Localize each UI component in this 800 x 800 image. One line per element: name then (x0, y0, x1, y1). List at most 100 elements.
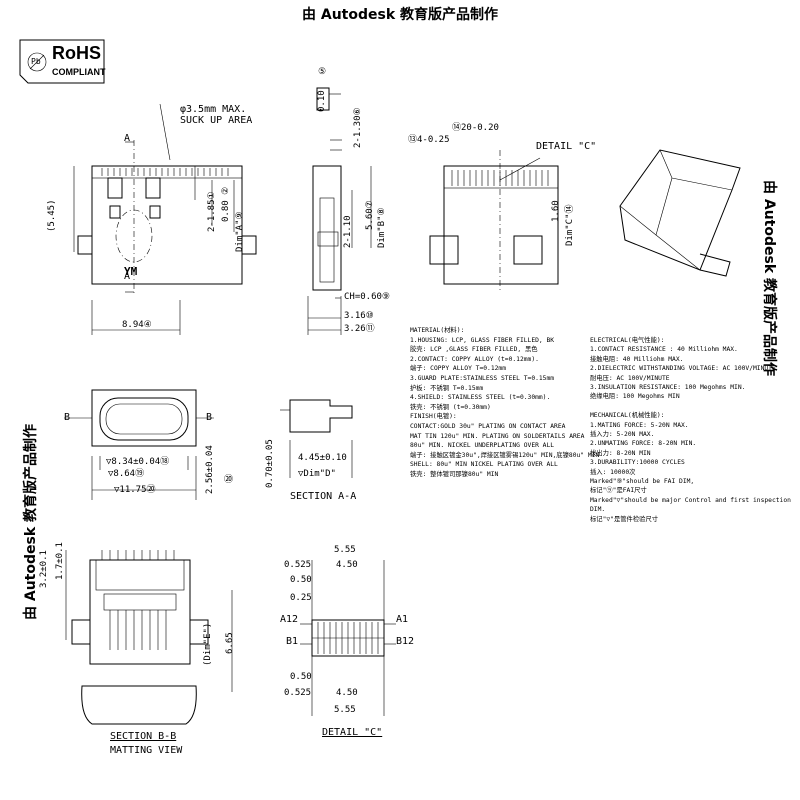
dim-555-top: 5.55 (334, 545, 356, 555)
section-bb (65, 550, 233, 725)
note-line: 拔出力: 8-20N MIN (590, 449, 651, 457)
note-line: FINISH(电镀): (410, 413, 457, 421)
note-line: MATERIAL(材料): (410, 327, 465, 334)
suck-up-note: φ3.5mm MAX. SUCK UP AREA (180, 104, 253, 126)
dim-050-bot: 0.50 (290, 672, 312, 682)
pb-free-icon: Pb (31, 57, 41, 66)
note-line: 接触电阻: 40 Milliohm MAX. (590, 355, 684, 363)
note-line: Marked"▽"should be major Control and fir… (590, 496, 791, 514)
top-view (429, 150, 559, 290)
section-bb-subtitle: MATTING VIEW (110, 745, 183, 756)
rohs-logo (19, 39, 105, 84)
section-bb-title: SECTION B-B (110, 731, 177, 742)
dim-256: 2.56±0.04 (205, 445, 215, 494)
section-a-bottom-label: A (124, 271, 131, 282)
pin-b12-label: B12 (396, 636, 415, 647)
note-line: 绝缘电阻: 100 Megohms MIN (590, 393, 680, 401)
note-line: CONTACT:GOLD 30u" PLATING ON CONTACT ARE… (410, 422, 566, 430)
dim-560: 5.60⑦ (365, 200, 375, 230)
dim-ch: CH=0.60⑨ (344, 292, 390, 302)
dim-d: ▽Dim"D" (298, 469, 336, 479)
dim-110: 2-1.10 (343, 215, 353, 248)
dim-665: 6.65 (225, 632, 235, 654)
detail-c-callout: DETAIL "C" (536, 141, 597, 152)
dim-894: 8.94④ (122, 320, 152, 330)
note-line: 插入力: 5-20N MAX. (590, 431, 655, 439)
dim-555-bot: 5.55 (334, 705, 356, 715)
section-aa (280, 399, 353, 478)
compliant-label: COMPLIANT (52, 67, 106, 77)
electrical-notes: ELECTRICAL(电气性能): 1.CONTACT RESISTANCE :… (590, 336, 800, 524)
note-line: 2.UNMATING FORCE: 8-20N MIN. (590, 440, 697, 448)
note-line: 标记"⑨"是FAI尺寸 (590, 487, 647, 495)
dim-025: 0.25 (290, 593, 312, 603)
material-notes: MATERIAL(材料): 1.HOUSING: LCP, GLASS FIBE… (410, 326, 599, 480)
note-line: ELECTRICAL(电气性能): (590, 337, 665, 344)
dim-834: ▽8.34±0.04⑱ (106, 457, 170, 467)
note-line: 耐电压: AC 100V/MINUTE (590, 374, 670, 382)
note-line: 3.GUARD PLATE:STAINLESS STEEL T=0.15mm (410, 374, 555, 382)
note-line: Marked"⑨"should be FAI DIM, (590, 478, 695, 486)
dim-0525-top: 0.525 (284, 560, 312, 570)
dim-450-top: 4.50 (336, 560, 358, 570)
note-line: 3.INSULATION RESISTANCE: 100 Megohms MIN… (590, 384, 746, 392)
note-line (590, 402, 800, 411)
note-line: 1.HOUSING: LCP, GLASS FIBER FILLED, BK (410, 336, 555, 344)
note-line: MECHANICAL(机械性能): (590, 412, 665, 420)
note-line: 4.SHIELD: STAINLESS STEEL (t=0.30mm). (410, 394, 551, 402)
note-line: 端子: 接触区镀金30u",焊接区镀雾锡120u" MIN,底镍80u" MIN (410, 451, 600, 459)
dim-316: 3.16⑩ (344, 311, 374, 321)
note-line: 端子: COPPY ALLOY T=0.12mm (410, 365, 506, 373)
note-line: 2.CONTACT: COPPY ALLOY (t=0.12mm). (410, 355, 539, 363)
dim-130: 2-1.30⑥ (353, 107, 363, 148)
note-line: 1.CONTACT RESISTANCE : 40 Milliohm MAX. (590, 346, 738, 354)
dim-4025: ⑬4-0.25 (408, 135, 450, 145)
section-b-right-label: B (206, 412, 213, 423)
dim-185: 2-1.85① (207, 191, 217, 232)
dim-e: (Dim"E") (203, 622, 213, 666)
note-line: SHELL: 80u" MIN NICKEL PLATING OVER ALL (410, 461, 558, 469)
pin-a1-label: A1 (396, 614, 409, 625)
dim-17: 1.7±0.1 (55, 542, 65, 580)
dim-450-bot: 4.50 (336, 688, 358, 698)
detail-c (300, 560, 396, 716)
flatness-callout: 0.10 (317, 90, 327, 112)
dim-545: (5.45) (47, 199, 57, 232)
dim-050-top: 0.50 (290, 575, 312, 585)
rohs-label: RoHS (52, 43, 101, 63)
note-line: 2.DIELECTRIC WITHSTANDING VOLTAGE: AC 10… (590, 365, 776, 373)
dim-445: 4.45±0.10 (298, 453, 347, 463)
dim-b: Dim"B"⑧ (377, 207, 387, 248)
dim-32: 3.2±0.1 (39, 550, 49, 588)
note-line: MAT TIN 120u" MIN. PLATING ON SOLDERTAIL… (410, 432, 585, 440)
dim-0525-bot: 0.525 (284, 688, 312, 698)
dim-160: 1.60 (551, 200, 561, 222)
note-line: 护板: 不锈钢 T=0.15mm (410, 384, 484, 392)
dim-070: 0.70±0.05 (265, 439, 275, 488)
dim-080: 0.80 ② (221, 186, 231, 222)
note-line: 插入: 10000次 (590, 468, 636, 476)
note-line: 标记"▽"是管件检验尺寸 (590, 515, 659, 523)
section-b-left-label: B (64, 412, 71, 423)
marking-label: YM (124, 265, 138, 278)
isometric-view (619, 149, 741, 277)
detail-c-title: DETAIL "C" (322, 727, 383, 738)
pin-a12-label: A12 (280, 614, 299, 625)
dim-326: 3.26⑪ (344, 324, 375, 334)
dim-c: Dim"C"⑭ (565, 204, 575, 246)
front-view (73, 103, 257, 335)
section-a-top-label: A (124, 133, 131, 144)
note-line: 1.MATING FORCE: 5-20N MAX. (590, 421, 689, 429)
note-line: 铁壳: 整体镀司那镍80u" MIN (410, 470, 499, 478)
dim-1175: ▽11.75⑳ (114, 485, 156, 495)
watermark-banner-top: 由 Autodesk 教育版产品制作 (301, 7, 499, 23)
note-line: 80u" MIN. NICKEL UNDERPLATING OVER ALL (410, 442, 555, 450)
datum-icon: ⑳ (224, 475, 234, 485)
pin-b1-label: B1 (286, 636, 299, 647)
dim-2020: ⑭20-0.20 (452, 123, 499, 133)
section-aa-title: SECTION A-A (290, 491, 357, 502)
flatness-ref-icon: ⑤ (318, 67, 327, 77)
dim-a: Dim"A"⑨ (235, 211, 245, 252)
bottom-view (64, 389, 214, 500)
